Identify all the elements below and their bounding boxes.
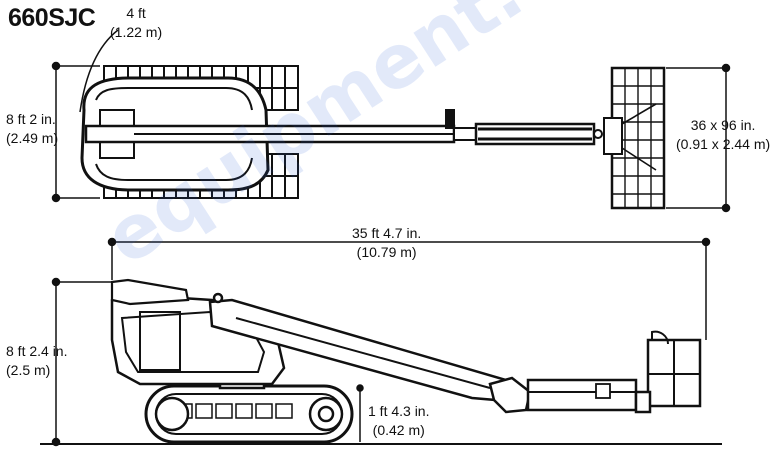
- ground-clearance-label: 1 ft 4.3 in. (0.42 m): [368, 403, 430, 438]
- side-dimension-lines: [40, 237, 722, 447]
- stowed-length-label: 35 ft 4.7 in. (10.79 m): [352, 225, 422, 260]
- stowed-height-label: 8 ft 2.4 in. (2.5 m): [6, 343, 68, 378]
- side-view: [110, 278, 702, 444]
- top-dimension-lines: [51, 29, 731, 213]
- jib-side: [526, 378, 638, 412]
- top-view: [80, 65, 666, 210]
- turntable-width-label: 4 ft (1.22 m): [110, 5, 163, 40]
- crawler-track: [144, 384, 354, 444]
- platform-top: [603, 66, 666, 210]
- model-title: 660SJC: [8, 4, 96, 32]
- overall-width-label: 8 ft 2 in. (2.49 m): [6, 111, 59, 146]
- platform-side: [634, 330, 702, 414]
- platform-size-label: 36 x 96 in. (0.91 x 2.44 m): [676, 117, 771, 152]
- jib-top: [474, 122, 596, 146]
